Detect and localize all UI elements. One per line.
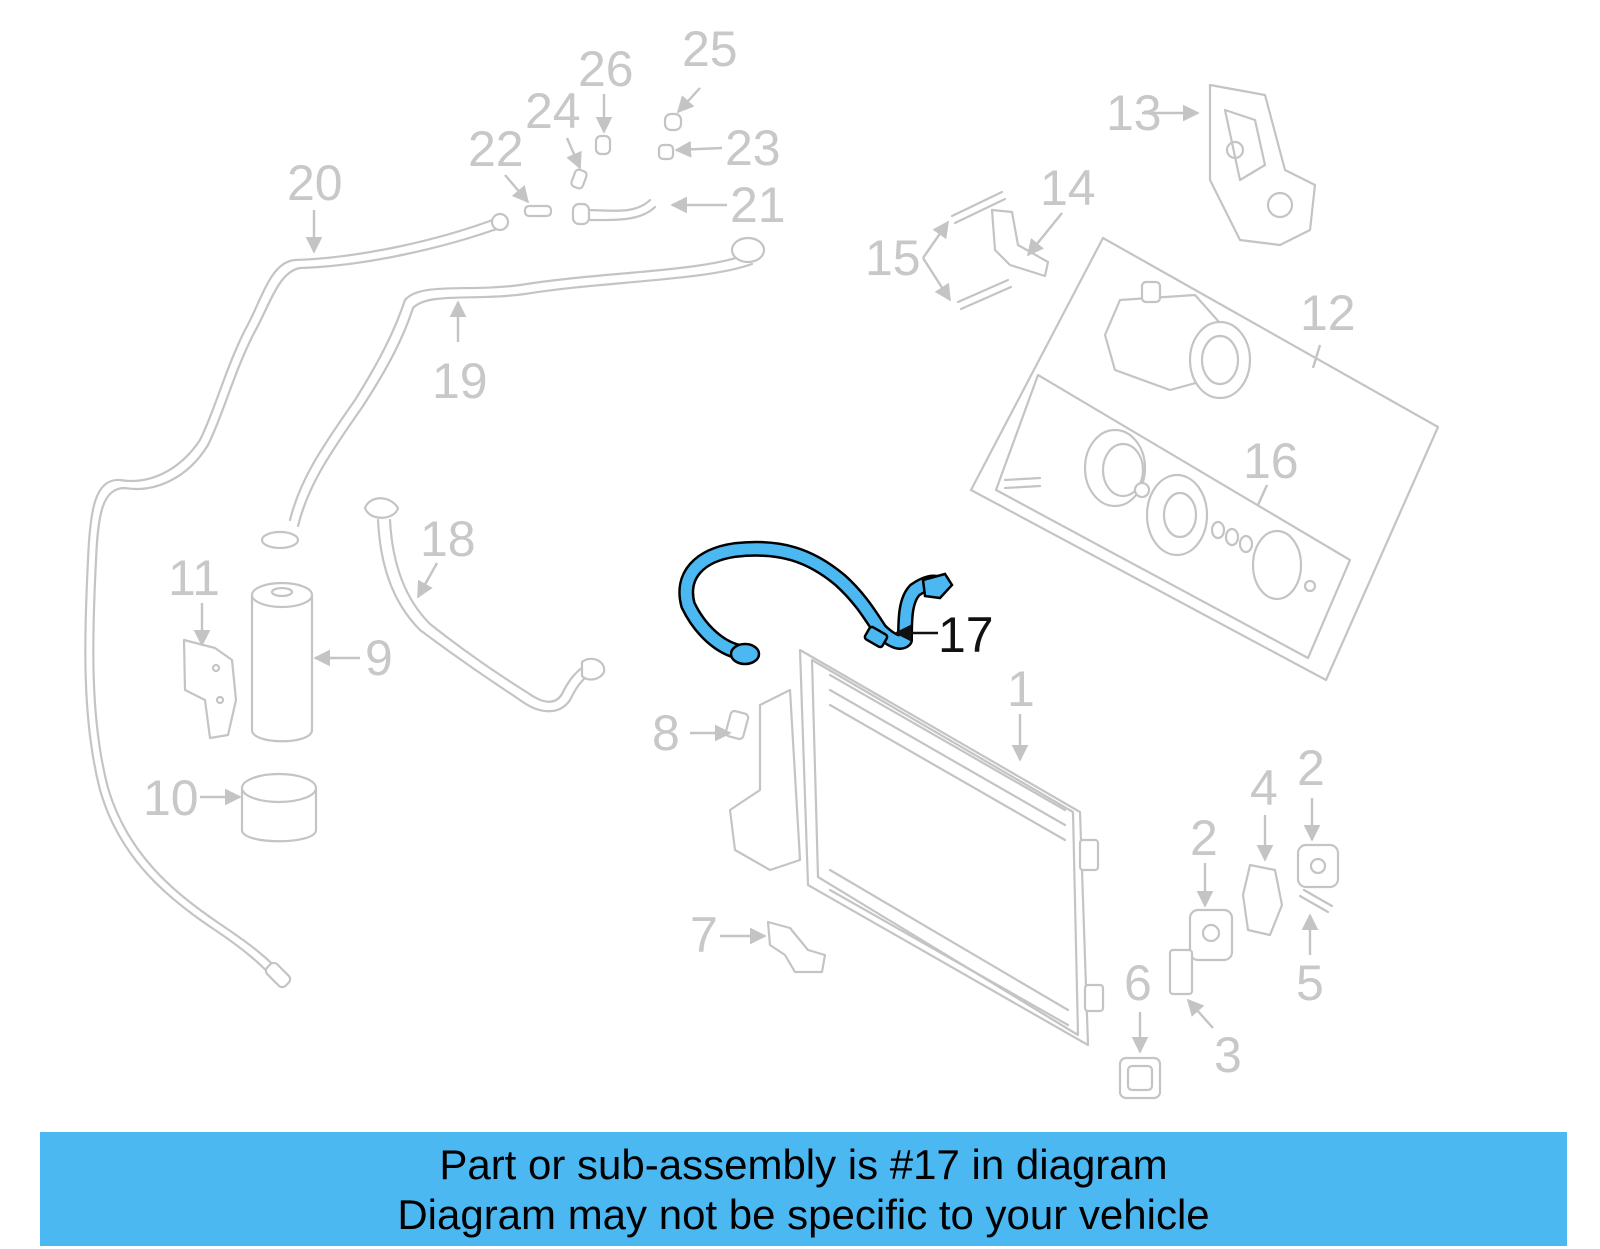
callout-25[interactable]: 25 — [682, 21, 738, 77]
callout-19[interactable]: 19 — [432, 353, 488, 409]
callout-7[interactable]: 7 — [690, 907, 718, 963]
callout-5[interactable]: 5 — [1296, 955, 1324, 1011]
pipe-21[interactable] — [571, 198, 657, 226]
callout-11[interactable]: 11 — [168, 550, 220, 606]
bracket-13[interactable] — [1208, 83, 1317, 247]
callout-26[interactable]: 26 — [578, 41, 634, 97]
callout-18[interactable]: 18 — [420, 511, 476, 567]
hose-17-highlighted[interactable] — [678, 540, 954, 666]
fitting-25[interactable] — [663, 112, 683, 132]
bolts-15[interactable] — [950, 190, 1013, 311]
callout-4[interactable]: 4 — [1250, 760, 1278, 816]
callout-22[interactable]: 22 — [468, 121, 524, 177]
fitting-23[interactable] — [657, 143, 675, 161]
callout-9[interactable]: 9 — [365, 630, 393, 686]
hose-18[interactable] — [363, 497, 606, 713]
callout-10[interactable]: 10 — [143, 770, 199, 826]
callout-2-right[interactable]: 2 — [1297, 740, 1325, 796]
fitting-22[interactable] — [523, 204, 553, 218]
callout-17[interactable]: 17 — [938, 607, 994, 663]
compressor-box-12[interactable] — [969, 236, 1440, 682]
fitting-24[interactable] — [570, 168, 588, 190]
callout-16[interactable]: 16 — [1243, 433, 1299, 489]
callout-12[interactable]: 12 — [1300, 285, 1356, 341]
callout-14[interactable]: 14 — [1040, 160, 1096, 216]
mount-2-left[interactable] — [1188, 908, 1234, 962]
callout-13[interactable]: 13 — [1106, 85, 1162, 141]
info-banner: Part or sub-assembly is #17 in diagram D… — [40, 1132, 1567, 1246]
callout-6[interactable]: 6 — [1124, 955, 1152, 1011]
banner-line-2: Diagram may not be specific to your vehi… — [397, 1191, 1210, 1238]
bolt-5[interactable] — [1298, 888, 1334, 914]
banner-line-1: Part or sub-assembly is #17 in diagram — [439, 1141, 1168, 1188]
bracket-7[interactable] — [766, 920, 827, 974]
fitting-26[interactable] — [594, 134, 612, 156]
callout-1[interactable]: 1 — [1007, 661, 1035, 717]
receiver-drier-9[interactable] — [250, 581, 314, 743]
callout-2-left[interactable]: 2 — [1190, 810, 1218, 866]
callout-8[interactable]: 8 — [652, 705, 680, 761]
fitting-8[interactable] — [724, 709, 750, 741]
bracket-11[interactable] — [182, 638, 238, 740]
callout-23[interactable]: 23 — [725, 120, 781, 176]
callout-20[interactable]: 20 — [287, 155, 343, 211]
callout-3[interactable]: 3 — [1214, 1027, 1242, 1083]
bracket-14[interactable] — [990, 208, 1050, 278]
hose-20[interactable] — [84, 212, 510, 989]
condenser-1[interactable] — [728, 648, 1105, 1047]
callout-15[interactable]: 15 — [865, 230, 921, 286]
mount-6[interactable] — [1118, 1056, 1162, 1100]
bracket-10[interactable] — [240, 772, 318, 843]
callout-arrows — [193, 87, 1322, 1054]
mount-2-right[interactable] — [1296, 843, 1340, 889]
hose-19[interactable] — [260, 236, 766, 550]
callout-21[interactable]: 21 — [730, 177, 786, 233]
clutch-box-16[interactable] — [994, 373, 1352, 660]
callout-numbers: 20 19 21 22 24 26 25 23 13 14 15 12 16 1… — [143, 21, 1356, 1083]
callout-24[interactable]: 24 — [525, 83, 581, 139]
mount-4[interactable] — [1241, 863, 1284, 937]
bracket-3[interactable] — [1168, 948, 1194, 996]
